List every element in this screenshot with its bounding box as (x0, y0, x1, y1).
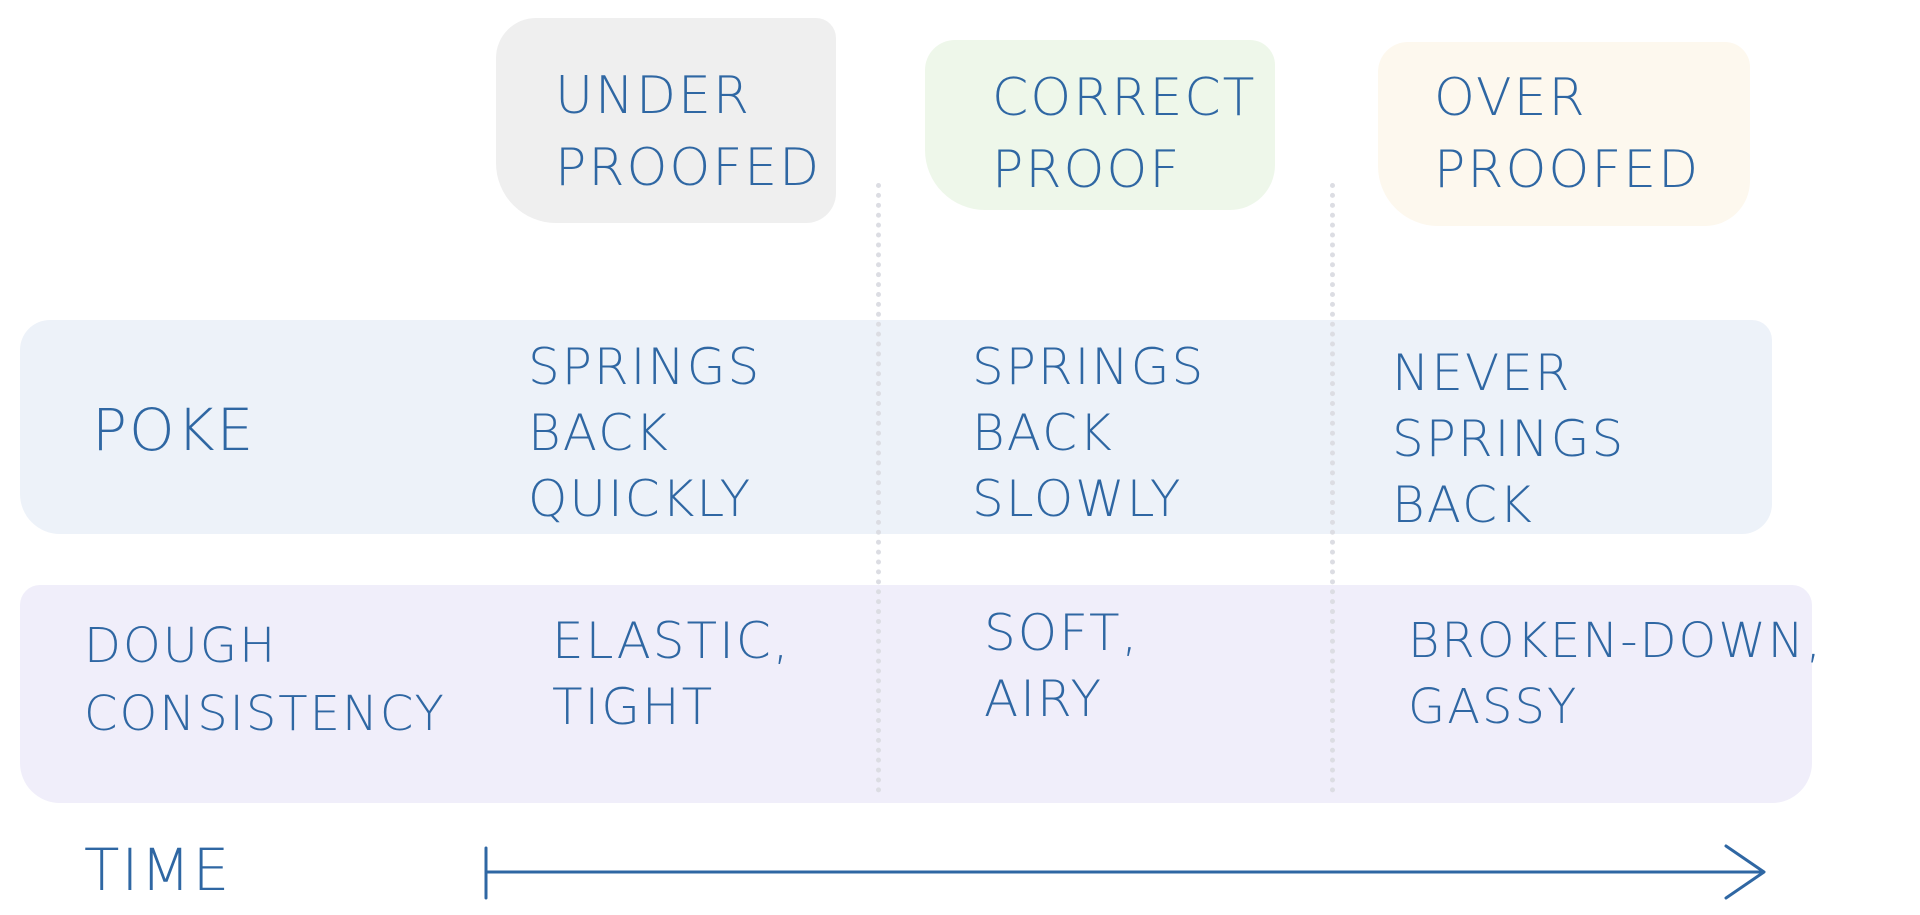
cell-dough-under: ELASTIC, TIGHT (552, 612, 791, 736)
row-label-poke: POKE (92, 396, 256, 464)
over-proofed-header-bg (1378, 42, 1750, 226)
dough-consistency-row-band (20, 585, 1812, 803)
cell-dough-over: BROKEN-DOWN, GASSY (1408, 613, 1823, 735)
correct-proof-header-bg (925, 40, 1275, 210)
row-label-dough-consistency: DOUGH CONSISTENCY (84, 618, 446, 742)
under-proofed-header-bg (496, 18, 836, 223)
cell-poke-over: NEVER SPRINGS BACK (1392, 344, 1626, 534)
cell-poke-correct: SPRINGS BACK SLOWLY (972, 338, 1206, 528)
column-header-over-proofed: OVER PROOFED (1434, 68, 1701, 200)
cell-dough-correct: SOFT, AIRY (984, 604, 1140, 728)
time-axis-label: TIME (84, 836, 232, 904)
column-header-correct-proof: CORRECT PROOF (992, 68, 1257, 200)
divider-under-correct (876, 183, 881, 793)
cell-poke-under: SPRINGS BACK QUICKLY (528, 338, 762, 528)
divider-correct-over (1330, 183, 1335, 793)
column-header-under-proofed: UNDER PROOFED (555, 66, 822, 198)
poke-row-band (20, 320, 1772, 534)
